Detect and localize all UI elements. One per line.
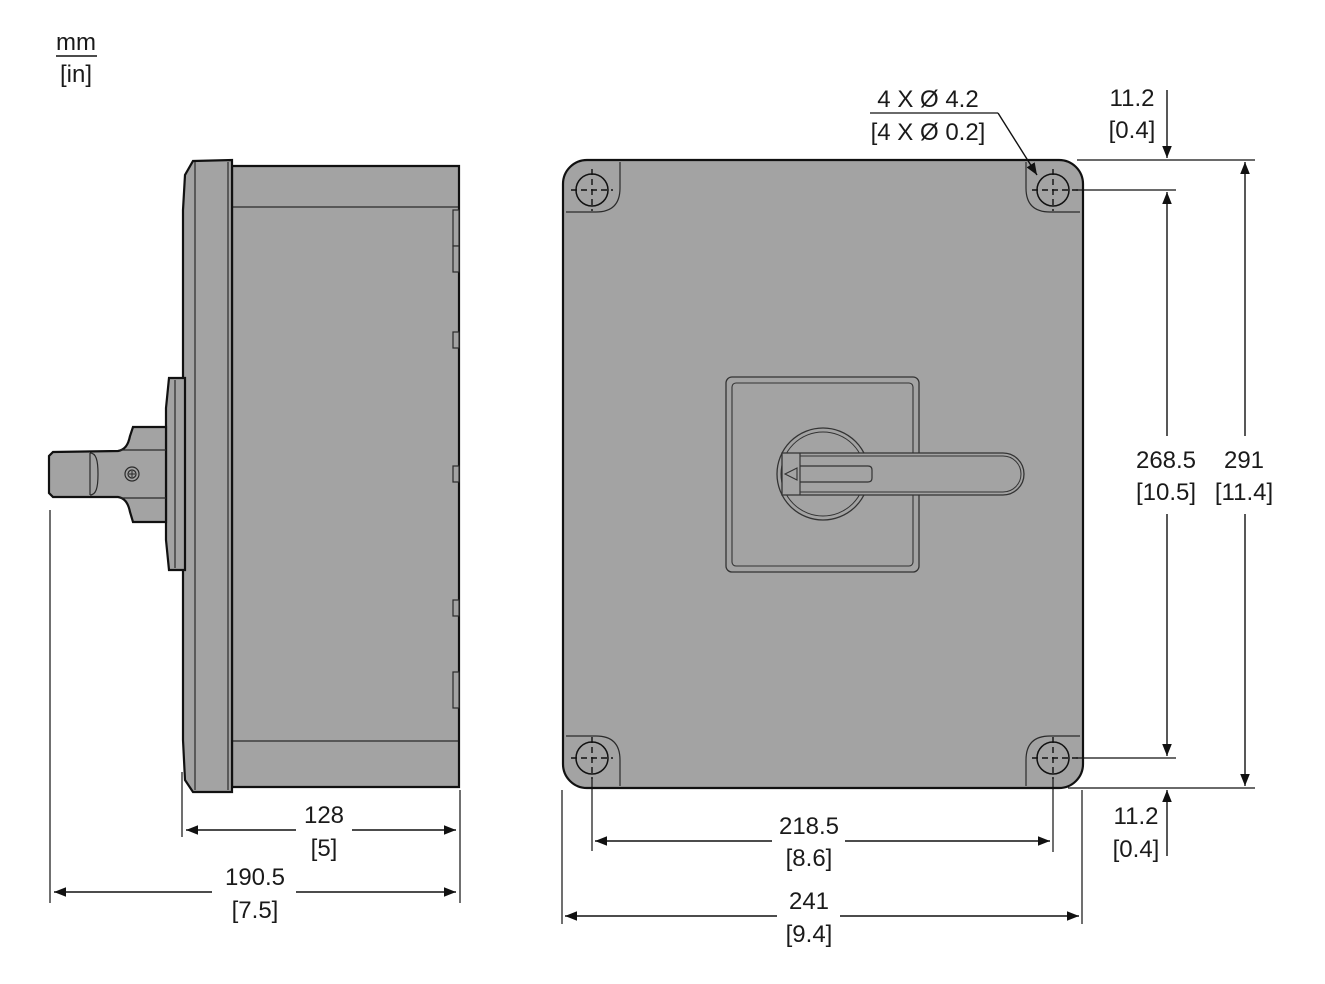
corner-recess [566, 162, 621, 213]
mounting-hole-icon [1032, 737, 1083, 779]
side-tab [452, 331, 460, 349]
mounting-hole-icon [571, 169, 613, 211]
hole-callout-mm: 4 X Ø 4.2 [877, 86, 978, 113]
side-cover-flange [181, 158, 234, 794]
units-legend: mm [in] [56, 29, 97, 88]
unit-mm: mm [56, 29, 96, 56]
dim-hole-pitch-horizontal-mm: 218.5 [779, 813, 839, 840]
dim-bottom-offset-in: [0.4] [1113, 836, 1160, 863]
corner-recess [566, 735, 621, 786]
side-tab [452, 245, 460, 273]
side-rotary-handle [47, 425, 168, 524]
unit-in: [in] [60, 61, 92, 88]
dim-depth-overall-mm: 190.5 [225, 864, 285, 891]
dim-height-overall-mm: 291 [1224, 447, 1264, 474]
corner-recess [1025, 735, 1080, 786]
corner-recess [1025, 162, 1080, 213]
dim-hole-pitch-horizontal-in: [8.6] [786, 845, 833, 872]
side-tab [452, 209, 460, 247]
dim-width-overall-in: [9.4] [786, 921, 833, 948]
side-dimensions: 128 [5] 190.5 [7.5] [49, 510, 461, 924]
mounting-hole-icon [571, 737, 613, 779]
dim-bottom-offset-mm: 11.2 [1114, 803, 1159, 830]
hole-callout: 4 X Ø 4.2 [4 X Ø 0.2] [870, 86, 1038, 176]
dim-top-offset-mm: 11.2 [1110, 85, 1155, 112]
dim-hole-pitch-vertical-mm: 268.5 [1136, 447, 1196, 474]
side-view [47, 158, 461, 794]
rotary-handle-icon [776, 427, 1025, 521]
dim-hole-pitch-vertical-in: [10.5] [1136, 479, 1196, 506]
mounting-hole-icon [1032, 169, 1083, 211]
dim-depth-body-mm: 128 [304, 802, 344, 829]
side-tab [452, 671, 460, 709]
side-tab [452, 599, 460, 617]
dim-top-offset-in: [0.4] [1109, 117, 1156, 144]
side-tab [452, 465, 460, 483]
front-horizontal-dimensions: 218.5 [8.6] 241 [9.4] [561, 778, 1083, 948]
dim-width-overall-mm: 241 [789, 888, 829, 915]
front-view [561, 158, 1085, 790]
side-enclosure-body [230, 164, 461, 789]
hole-callout-in: [4 X Ø 0.2] [871, 119, 986, 146]
dim-depth-body-in: [5] [311, 835, 338, 862]
screw-icon [124, 466, 140, 482]
dim-height-overall-in: [11.4] [1215, 479, 1273, 506]
dim-depth-overall-in: [7.5] [232, 897, 279, 924]
front-vertical-dimensions: 11.2 [0.4] 268.5 [10.5] 291 [11.4] 11.2 … [1068, 85, 1273, 863]
